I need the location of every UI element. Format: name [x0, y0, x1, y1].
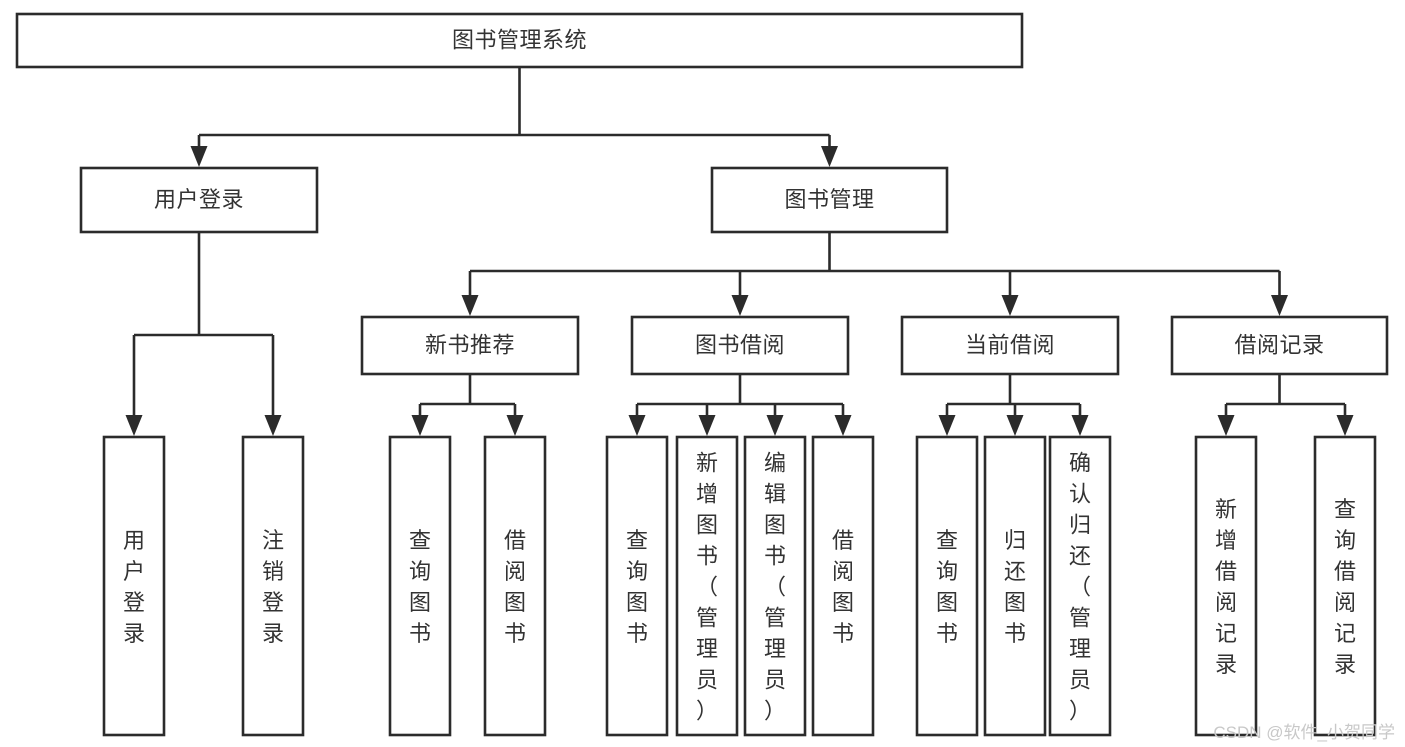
node-leaf-add-borrow-record[interactable]: 新增借阅记录 — [1194, 435, 1258, 737]
node-label: 查询借阅记录 — [1334, 497, 1356, 677]
node-root[interactable]: 图书管理系统 — [15, 12, 1024, 69]
connector-group — [938, 374, 1089, 436]
node-box[interactable] — [15, 12, 1024, 69]
connector-group — [628, 374, 852, 436]
node-box[interactable] — [1313, 435, 1377, 737]
node-borrow-record[interactable]: 借阅记录 — [1170, 315, 1389, 376]
node-leaf-confirm-return-admin[interactable]: 确认归还（管理员） — [1048, 435, 1112, 737]
node-box[interactable] — [79, 166, 319, 234]
node-current-borrow[interactable]: 当前借阅 — [900, 315, 1120, 376]
node-layer: 图书管理系统用户登录图书管理新书推荐图书借阅当前借阅借阅记录用户登录注销登录查询… — [15, 12, 1389, 737]
connector-group — [190, 67, 838, 167]
arrow-head-icon — [628, 415, 646, 436]
node-box[interactable] — [241, 435, 305, 737]
node-label: 确认归还（管理员） — [1069, 451, 1091, 724]
node-box[interactable] — [983, 435, 1047, 737]
arrow-head-icon — [411, 415, 429, 436]
node-label: 借阅图书 — [832, 528, 854, 646]
arrow-head-icon — [1006, 415, 1024, 436]
node-box[interactable] — [743, 435, 807, 737]
node-label: 借阅图书 — [504, 528, 526, 646]
node-user-login[interactable]: 用户登录 — [79, 166, 319, 234]
node-leaf-user-logout[interactable]: 注销登录 — [241, 435, 305, 737]
connector-group — [125, 232, 282, 436]
node-label: 图书借阅 — [695, 332, 785, 357]
node-leaf-edit-book-admin[interactable]: 编辑图书（管理员） — [743, 435, 807, 737]
arrow-head-icon — [698, 415, 716, 436]
arrow-head-icon — [461, 295, 479, 316]
node-box[interactable] — [102, 435, 166, 737]
node-label: 新书推荐 — [425, 332, 515, 357]
node-leaf-query-book-2[interactable]: 查询图书 — [605, 435, 669, 737]
node-label: 用户登录 — [154, 187, 244, 212]
arrow-head-icon — [125, 415, 143, 436]
node-box[interactable] — [900, 315, 1120, 376]
arrow-head-icon — [1217, 415, 1235, 436]
node-box[interactable] — [360, 315, 580, 376]
node-label: 归还图书 — [1004, 528, 1026, 646]
node-box[interactable] — [605, 435, 669, 737]
node-label: 当前借阅 — [965, 332, 1055, 357]
node-label: 图书管理系统 — [452, 27, 587, 52]
arrow-head-icon — [834, 415, 852, 436]
connector-layer — [125, 67, 1354, 436]
node-box[interactable] — [388, 435, 452, 737]
node-label: 借阅记录 — [1234, 332, 1324, 357]
connector-group — [461, 232, 1288, 316]
node-box[interactable] — [915, 435, 979, 737]
node-label: 查询图书 — [626, 528, 648, 646]
arrow-head-icon — [264, 415, 282, 436]
node-label: 查询图书 — [409, 528, 431, 646]
node-new-book-rec[interactable]: 新书推荐 — [360, 315, 580, 376]
arrow-head-icon — [190, 146, 208, 167]
node-leaf-return-book[interactable]: 归还图书 — [983, 435, 1047, 737]
arrow-head-icon — [1271, 295, 1288, 316]
node-box[interactable] — [1048, 435, 1112, 737]
node-leaf-borrow-book-2[interactable]: 借阅图书 — [811, 435, 875, 737]
node-box[interactable] — [483, 435, 547, 737]
node-box[interactable] — [630, 315, 850, 376]
node-label: 用户登录 — [123, 528, 145, 646]
node-box[interactable] — [675, 435, 739, 737]
node-box[interactable] — [811, 435, 875, 737]
arrow-head-icon — [938, 415, 956, 436]
node-leaf-query-book-3[interactable]: 查询图书 — [915, 435, 979, 737]
node-leaf-user-login[interactable]: 用户登录 — [102, 435, 166, 737]
node-label: 注销登录 — [262, 528, 284, 646]
node-leaf-query-book-1[interactable]: 查询图书 — [388, 435, 452, 737]
node-label: 新增图书（管理员） — [696, 451, 718, 724]
arrow-head-icon — [1336, 415, 1354, 436]
node-box[interactable] — [1170, 315, 1389, 376]
node-label: 新增借阅记录 — [1215, 497, 1237, 677]
node-book-borrow[interactable]: 图书借阅 — [630, 315, 850, 376]
node-leaf-borrow-book-1[interactable]: 借阅图书 — [483, 435, 547, 737]
arrow-head-icon — [766, 415, 784, 436]
node-label: 编辑图书（管理员） — [764, 451, 786, 724]
node-box[interactable] — [710, 166, 949, 234]
arrow-head-icon — [821, 146, 838, 167]
node-book-manage[interactable]: 图书管理 — [710, 166, 949, 234]
node-label: 查询图书 — [936, 528, 958, 646]
connector-group — [411, 374, 524, 436]
node-label: 图书管理 — [784, 187, 874, 212]
node-leaf-query-borrow-record[interactable]: 查询借阅记录 — [1313, 435, 1377, 737]
connector-group — [1217, 374, 1354, 436]
arrow-head-icon — [731, 295, 749, 316]
arrow-head-icon — [1071, 415, 1089, 436]
arrow-head-icon — [506, 415, 524, 436]
node-leaf-add-book-admin[interactable]: 新增图书（管理员） — [675, 435, 739, 737]
arrow-head-icon — [1001, 295, 1019, 316]
node-box[interactable] — [1194, 435, 1258, 737]
